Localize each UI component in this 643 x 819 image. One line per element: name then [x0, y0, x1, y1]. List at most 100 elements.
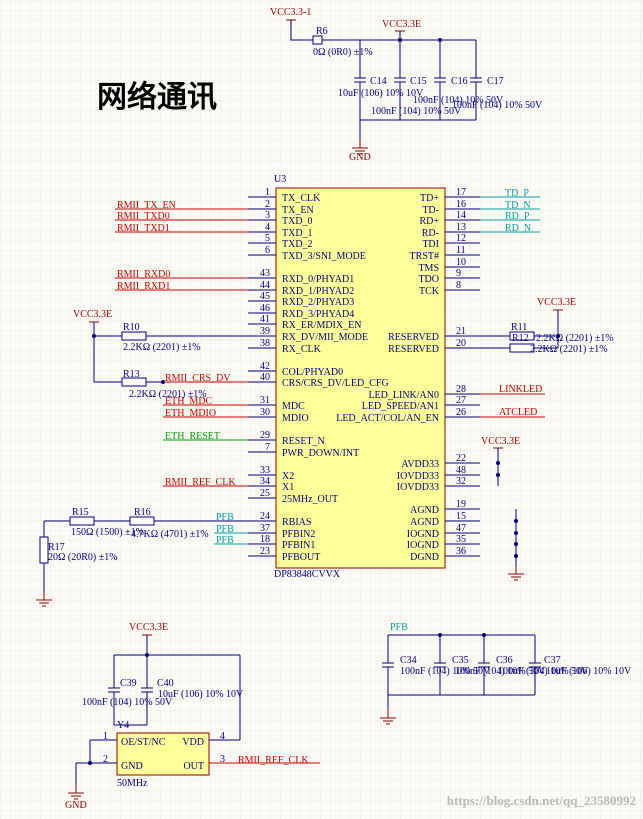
u3-left-pin-num: 34 [260, 476, 270, 487]
net-label-linkled: LINKLED [499, 384, 542, 395]
u3-right-pin-name: AGND [410, 505, 439, 516]
page-title: 网络通讯 [97, 80, 217, 114]
pfb-caps-label: PFB [390, 622, 408, 633]
r6-body [312, 35, 323, 45]
u3-right-pin-num: 35 [456, 534, 466, 545]
junction-r11 [556, 334, 560, 338]
u3-right-pin-num: 15 [456, 511, 466, 522]
u3-right-pin-num: 16 [456, 199, 466, 210]
r6-value: 0Ω (0R0) ±1% [313, 47, 373, 58]
u3-left-pin-num: 1 [265, 187, 270, 198]
net-label-pfb: PFB [216, 524, 234, 535]
u3-right-pin-name: TMS [418, 263, 439, 274]
u3-right-pin-num: 47 [456, 523, 466, 534]
r15-value: 150Ω (1500) ±1% [71, 527, 144, 538]
u3-right-pin-name: TDO [418, 274, 439, 285]
u3-right-pin-num: 13 [456, 222, 466, 233]
u3-right-pin-name: IOGND [407, 529, 439, 540]
junction-gnd [514, 531, 518, 535]
y4-ref: Y4 [117, 720, 129, 731]
c36-value: 100nF (104) 10% 50V [498, 666, 589, 677]
r13-ref: R13 [123, 369, 140, 380]
u3-left-pin-name: MDIO [282, 413, 309, 424]
r10-body [121, 331, 147, 341]
r16-ref: R16 [134, 507, 151, 518]
u3-left-pin-num: 41 [260, 314, 270, 325]
net-label-rmii_tx_en: RMII_TX_EN [117, 200, 176, 211]
u3-ref: U3 [274, 174, 286, 185]
net-label-rd_p: RD_P [505, 211, 530, 222]
u3-left-pin-num: 4 [265, 222, 270, 233]
u3-left-pin-num: 6 [265, 245, 270, 256]
gnd-top-label: GND [349, 152, 371, 163]
u3-left-pin-num: 31 [260, 395, 270, 406]
gnd-y4-label: GND [65, 800, 87, 811]
net-label-eth_reset: ETH_RESET [165, 431, 220, 442]
u3-right-pin-num: 22 [456, 453, 466, 464]
u3-left-pin-num: 18 [260, 534, 270, 545]
u3-body [275, 187, 446, 569]
u3-right-pin-num: 9 [456, 268, 461, 279]
net-label-rmii_rxd0: RMII_RXD0 [117, 269, 170, 280]
u3-left-pin-num: 40 [260, 372, 270, 383]
net-label-rmii_crs_dv: RMII_CRS_DV [165, 373, 231, 384]
r10-value: 2.2KΩ (2201) ±1% [123, 342, 201, 353]
net-label-rmii_ref_clk: RMII_REF_CLK [165, 477, 236, 488]
u3-left-pin-num: 33 [260, 465, 270, 476]
u3-left-pin-num: 39 [260, 326, 270, 337]
u3-right-pin-name: DGND [410, 552, 439, 563]
u3-left-pin-num: 30 [260, 407, 270, 418]
u3-left-pin-name: RXD_0/PHYAD1 [282, 274, 354, 285]
u3-right-pin-num: 14 [456, 210, 466, 221]
u3-left-pin-name: TXD_3/SNI_MODE [282, 251, 366, 262]
y4-pin-vdd: VDD [182, 737, 204, 748]
r17-ref: R17 [48, 542, 65, 553]
u3-left-pin-name: 25MHz_OUT [282, 494, 338, 505]
net-label-td_p: TD_P [505, 188, 529, 199]
u3-right-pin-name: IOVDD33 [397, 482, 439, 493]
u3-right-pin-num: 10 [456, 257, 466, 268]
junction-pfb-2 [482, 633, 486, 637]
net-label-rmii-ref-clk-y4: RMII_REF_CLK [238, 755, 309, 766]
junction-pfb-1 [438, 633, 442, 637]
vcc33e-r11-label: VCC3.3E [537, 297, 576, 308]
u3-right-pin-num: 32 [456, 476, 466, 487]
r15-ref: R15 [72, 507, 89, 518]
u3-right-pin-name: TD+ [420, 193, 439, 204]
u3-part-number: DP83848CVVX [274, 569, 341, 580]
net-label-atcled: ATCLED [499, 407, 537, 418]
r15-body [69, 516, 95, 526]
u3-left-pin-name: RESET_N [282, 436, 325, 447]
vcc33e-r10-label: VCC3.3E [73, 309, 112, 320]
u3-right-pin-name: RD+ [419, 216, 439, 227]
y4-pin2-num: 2 [103, 754, 108, 765]
junction-gnd [514, 519, 518, 523]
vcc33e-top-label: VCC3.3E [382, 19, 421, 30]
u3-right-pin-name: TDI [422, 239, 439, 250]
u3-left-pin-num: 24 [260, 511, 270, 522]
c16-value: 100nF (104) 10% 50V [413, 95, 504, 106]
u3-left-pin-num: 37 [260, 523, 270, 534]
r12-value: 2.2KΩ (2201) ±1% [530, 344, 608, 355]
u3-right-pin-name: RESERVED [388, 344, 439, 355]
u3-left-pin-name: TX_CLK [282, 193, 321, 204]
u3-left-pin-name: RX_ER/MDIX_EN [282, 320, 361, 331]
u3-right-pin-name: AVDD33 [401, 459, 439, 470]
u3-left-pin-num: 29 [260, 430, 270, 441]
c40-value: 10uF (106) 10% 10V [158, 689, 244, 700]
u3-left-pin-name: TX_EN [282, 205, 314, 216]
y4-pin-out: OUT [183, 761, 204, 772]
u3-right-pin-num: 36 [456, 546, 466, 557]
c34-ref: C34 [400, 655, 417, 666]
u3-right-pin-name: IOVDD33 [397, 471, 439, 482]
junction-y4-gnd [88, 761, 92, 765]
y4-body [116, 732, 210, 776]
c17-value: 100nF (104) 10% 50V [452, 100, 543, 111]
u3-left-pin-num: 43 [260, 268, 270, 279]
u3-left-pin-num: 3 [265, 210, 270, 221]
u3-left-pin-name: X1 [282, 482, 294, 493]
u3-right-pin-num: 11 [456, 245, 466, 256]
u3-left-pin-num: 45 [260, 291, 270, 302]
u3-right-pin-name: RESERVED [388, 332, 439, 343]
junction-avdd [496, 473, 500, 477]
